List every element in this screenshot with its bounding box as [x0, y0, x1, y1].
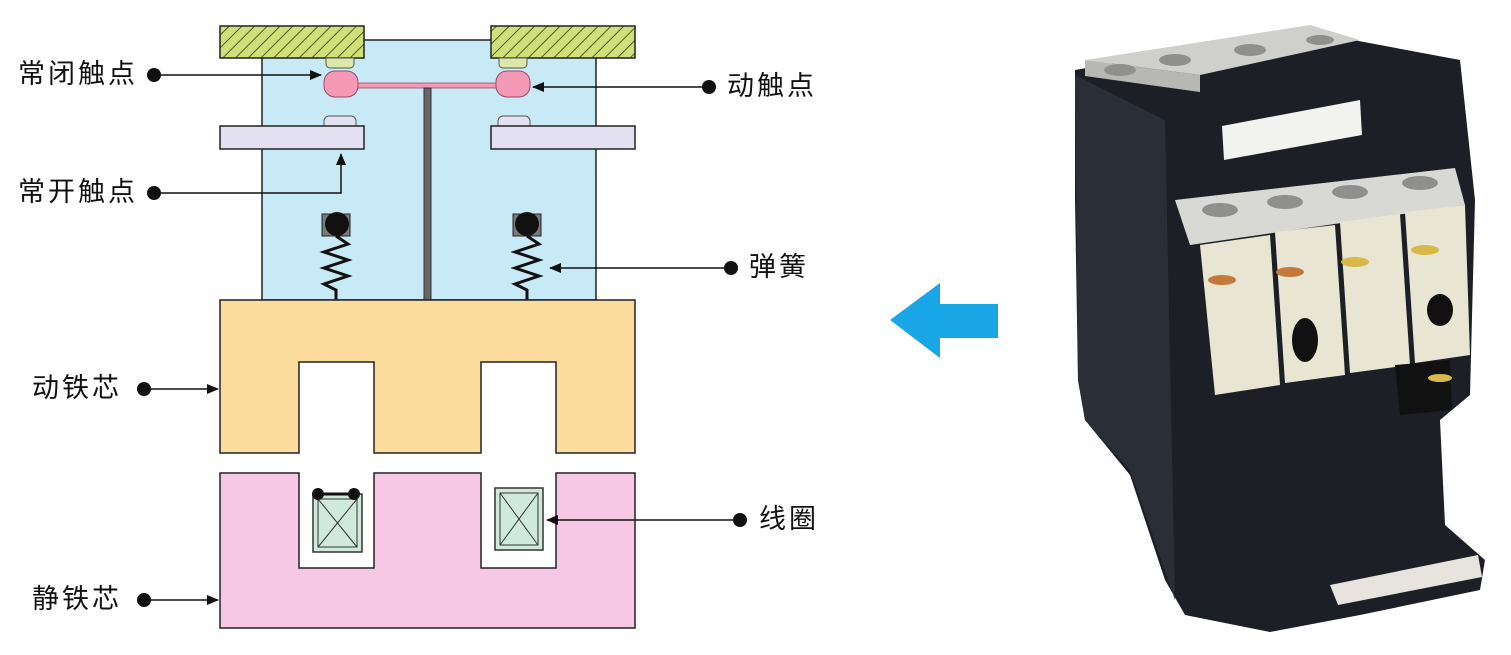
moving-contact-left: [323, 70, 359, 98]
leader-moving-core: [137, 382, 219, 396]
leader-no: [147, 153, 346, 200]
label-moving-iron-core: 动铁芯: [32, 373, 122, 404]
spring-right: [510, 212, 544, 300]
label-static-iron-core: 静铁芯: [32, 584, 122, 615]
contactor-photo: [1075, 25, 1485, 632]
moving-contact-bar: [337, 82, 519, 89]
coil-left-icon: [312, 488, 363, 553]
label-normally-closed-contact: 常闭触点: [18, 59, 138, 90]
nc-fixed-contact-right: [498, 57, 528, 69]
leader-spring: [549, 261, 738, 275]
spring-left: [319, 212, 353, 300]
static-iron-core: [219, 472, 636, 629]
leader-nc: [147, 68, 322, 82]
no-fixed-contact-right: [497, 115, 531, 128]
label-spring: 弹簧: [749, 252, 809, 283]
moving-iron-core: [219, 299, 636, 454]
leader-coil: [546, 513, 747, 527]
top-fixed-block-right: [490, 25, 636, 59]
label-normally-open-contact: 常开触点: [18, 177, 138, 208]
top-fixed-block-left: [219, 25, 365, 59]
coil-right-icon: [494, 487, 544, 551]
no-fixed-plate-right: [490, 125, 636, 150]
arrow-left-icon: [890, 283, 998, 358]
leader-static-core: [137, 593, 219, 607]
no-fixed-contact-left: [323, 115, 357, 128]
label-moving-contact: 动触点: [727, 71, 817, 102]
push-rod: [423, 87, 432, 301]
moving-contact-right: [495, 70, 531, 98]
no-fixed-plate-left: [219, 125, 365, 150]
nc-fixed-contact-left: [325, 57, 355, 69]
leader-moving-contact: [532, 80, 716, 94]
label-coil: 线圈: [759, 504, 819, 535]
